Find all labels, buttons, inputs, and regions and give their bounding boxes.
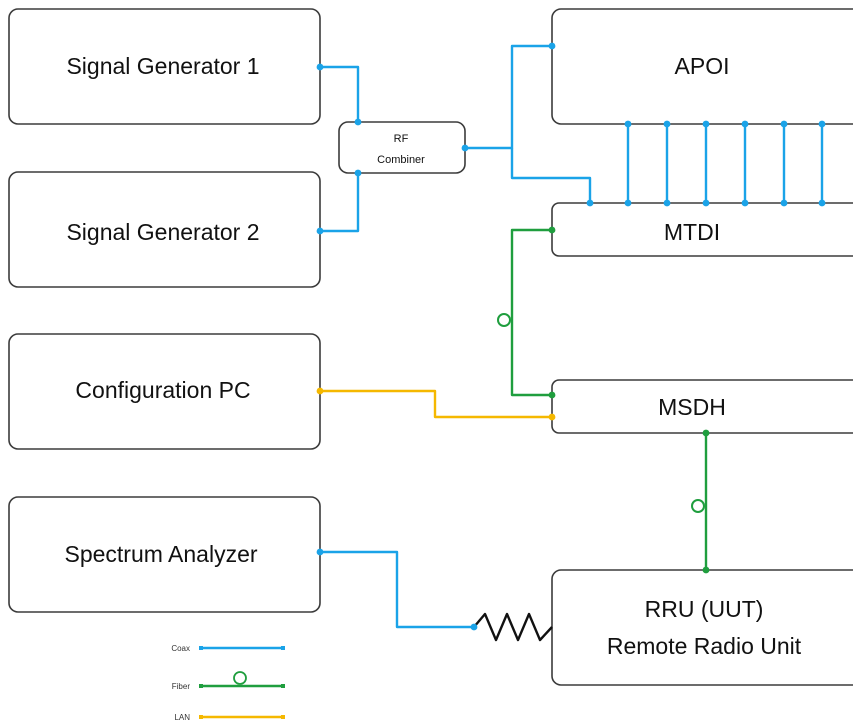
port-dot — [624, 120, 632, 128]
legend-end — [199, 684, 203, 688]
port-dot — [316, 63, 324, 71]
rf-combiner-node: RF Combiner — [338, 121, 466, 174]
legend-item-coax: Coax — [171, 644, 285, 653]
signal-generator-2-node: Signal Generator 2 — [8, 171, 321, 288]
apoi-label: APOI — [675, 53, 730, 79]
mtdi-node: MTDI — [551, 202, 853, 257]
port-dot — [780, 199, 788, 207]
port-dot — [548, 391, 556, 399]
port-dot — [586, 199, 594, 207]
port-dot — [548, 413, 556, 421]
rf-combiner-label-line1: RF — [394, 133, 409, 145]
port-dot — [316, 387, 324, 395]
attenuator-resistor-symbol — [473, 612, 553, 642]
coax-connections — [320, 44, 824, 642]
apoi-node: APOI — [551, 8, 853, 125]
port-dot — [354, 118, 362, 126]
legend-end — [281, 646, 285, 650]
port-dot — [818, 120, 826, 128]
rru-label-line1: RRU (UUT) — [645, 596, 764, 622]
coax-spectrum-to-attenuator — [320, 550, 474, 629]
fiber-loop-icon — [233, 671, 247, 685]
connector-dots — [316, 42, 826, 631]
legend-label-lan: LAN — [174, 713, 190, 722]
port-dot — [702, 429, 710, 437]
port-dot — [663, 199, 671, 207]
rru-node: RRU (UUT) Remote Radio Unit — [551, 569, 853, 686]
port-dot — [818, 199, 826, 207]
port-dot — [316, 227, 324, 235]
port-dot — [316, 548, 324, 556]
fiber-mtdi-to-msdh — [510, 228, 552, 397]
port-dot — [461, 144, 469, 152]
port-dot — [548, 42, 556, 50]
port-dot — [780, 120, 788, 128]
msdh-label: MSDH — [658, 394, 726, 420]
legend: Coax Fiber LAN — [171, 644, 285, 722]
signal-generator-1-node: Signal Generator 1 — [8, 8, 321, 125]
signal-generator-2-label: Signal Generator 2 — [66, 219, 259, 245]
rru-label-line2: Remote Radio Unit — [607, 633, 802, 659]
lan-config-pc-to-msdh — [320, 389, 552, 419]
legend-end — [199, 715, 203, 719]
configuration-pc-node: Configuration PC — [8, 333, 321, 450]
configuration-pc-label: Configuration PC — [75, 377, 250, 403]
coax-sg1-to-combiner — [320, 65, 360, 122]
legend-end — [281, 715, 285, 719]
signal-generator-1-label: Signal Generator 1 — [66, 53, 259, 79]
legend-end — [281, 684, 285, 688]
legend-item-lan: LAN — [174, 713, 285, 722]
msdh-node: MSDH — [551, 379, 853, 434]
fiber-loop-icon — [691, 499, 705, 513]
rf-combiner-label-line2: Combiner — [377, 154, 425, 166]
port-dot — [702, 199, 710, 207]
legend-item-fiber: Fiber — [172, 671, 285, 691]
port-dot — [624, 199, 632, 207]
coax-sg2-to-combiner — [320, 173, 360, 233]
port-dot — [354, 169, 362, 177]
mtdi-label: MTDI — [664, 219, 720, 245]
port-dot — [702, 120, 710, 128]
legend-label-coax: Coax — [171, 644, 190, 653]
fiber-loop-icon — [497, 313, 511, 327]
lan-connections — [320, 389, 552, 419]
coax-combiner-to-apoi — [465, 44, 552, 150]
port-dot — [741, 199, 749, 207]
port-dot — [741, 120, 749, 128]
spectrum-analyzer-label: Spectrum Analyzer — [64, 541, 257, 567]
fiber-connections — [497, 228, 708, 570]
coax-combiner-to-mtdi — [510, 148, 592, 203]
spectrum-analyzer-node: Spectrum Analyzer — [8, 496, 321, 613]
legend-label-fiber: Fiber — [172, 682, 191, 691]
legend-end — [199, 646, 203, 650]
port-dot — [702, 566, 710, 574]
port-dot — [663, 120, 671, 128]
port-dot — [548, 226, 556, 234]
port-dot — [470, 623, 478, 631]
